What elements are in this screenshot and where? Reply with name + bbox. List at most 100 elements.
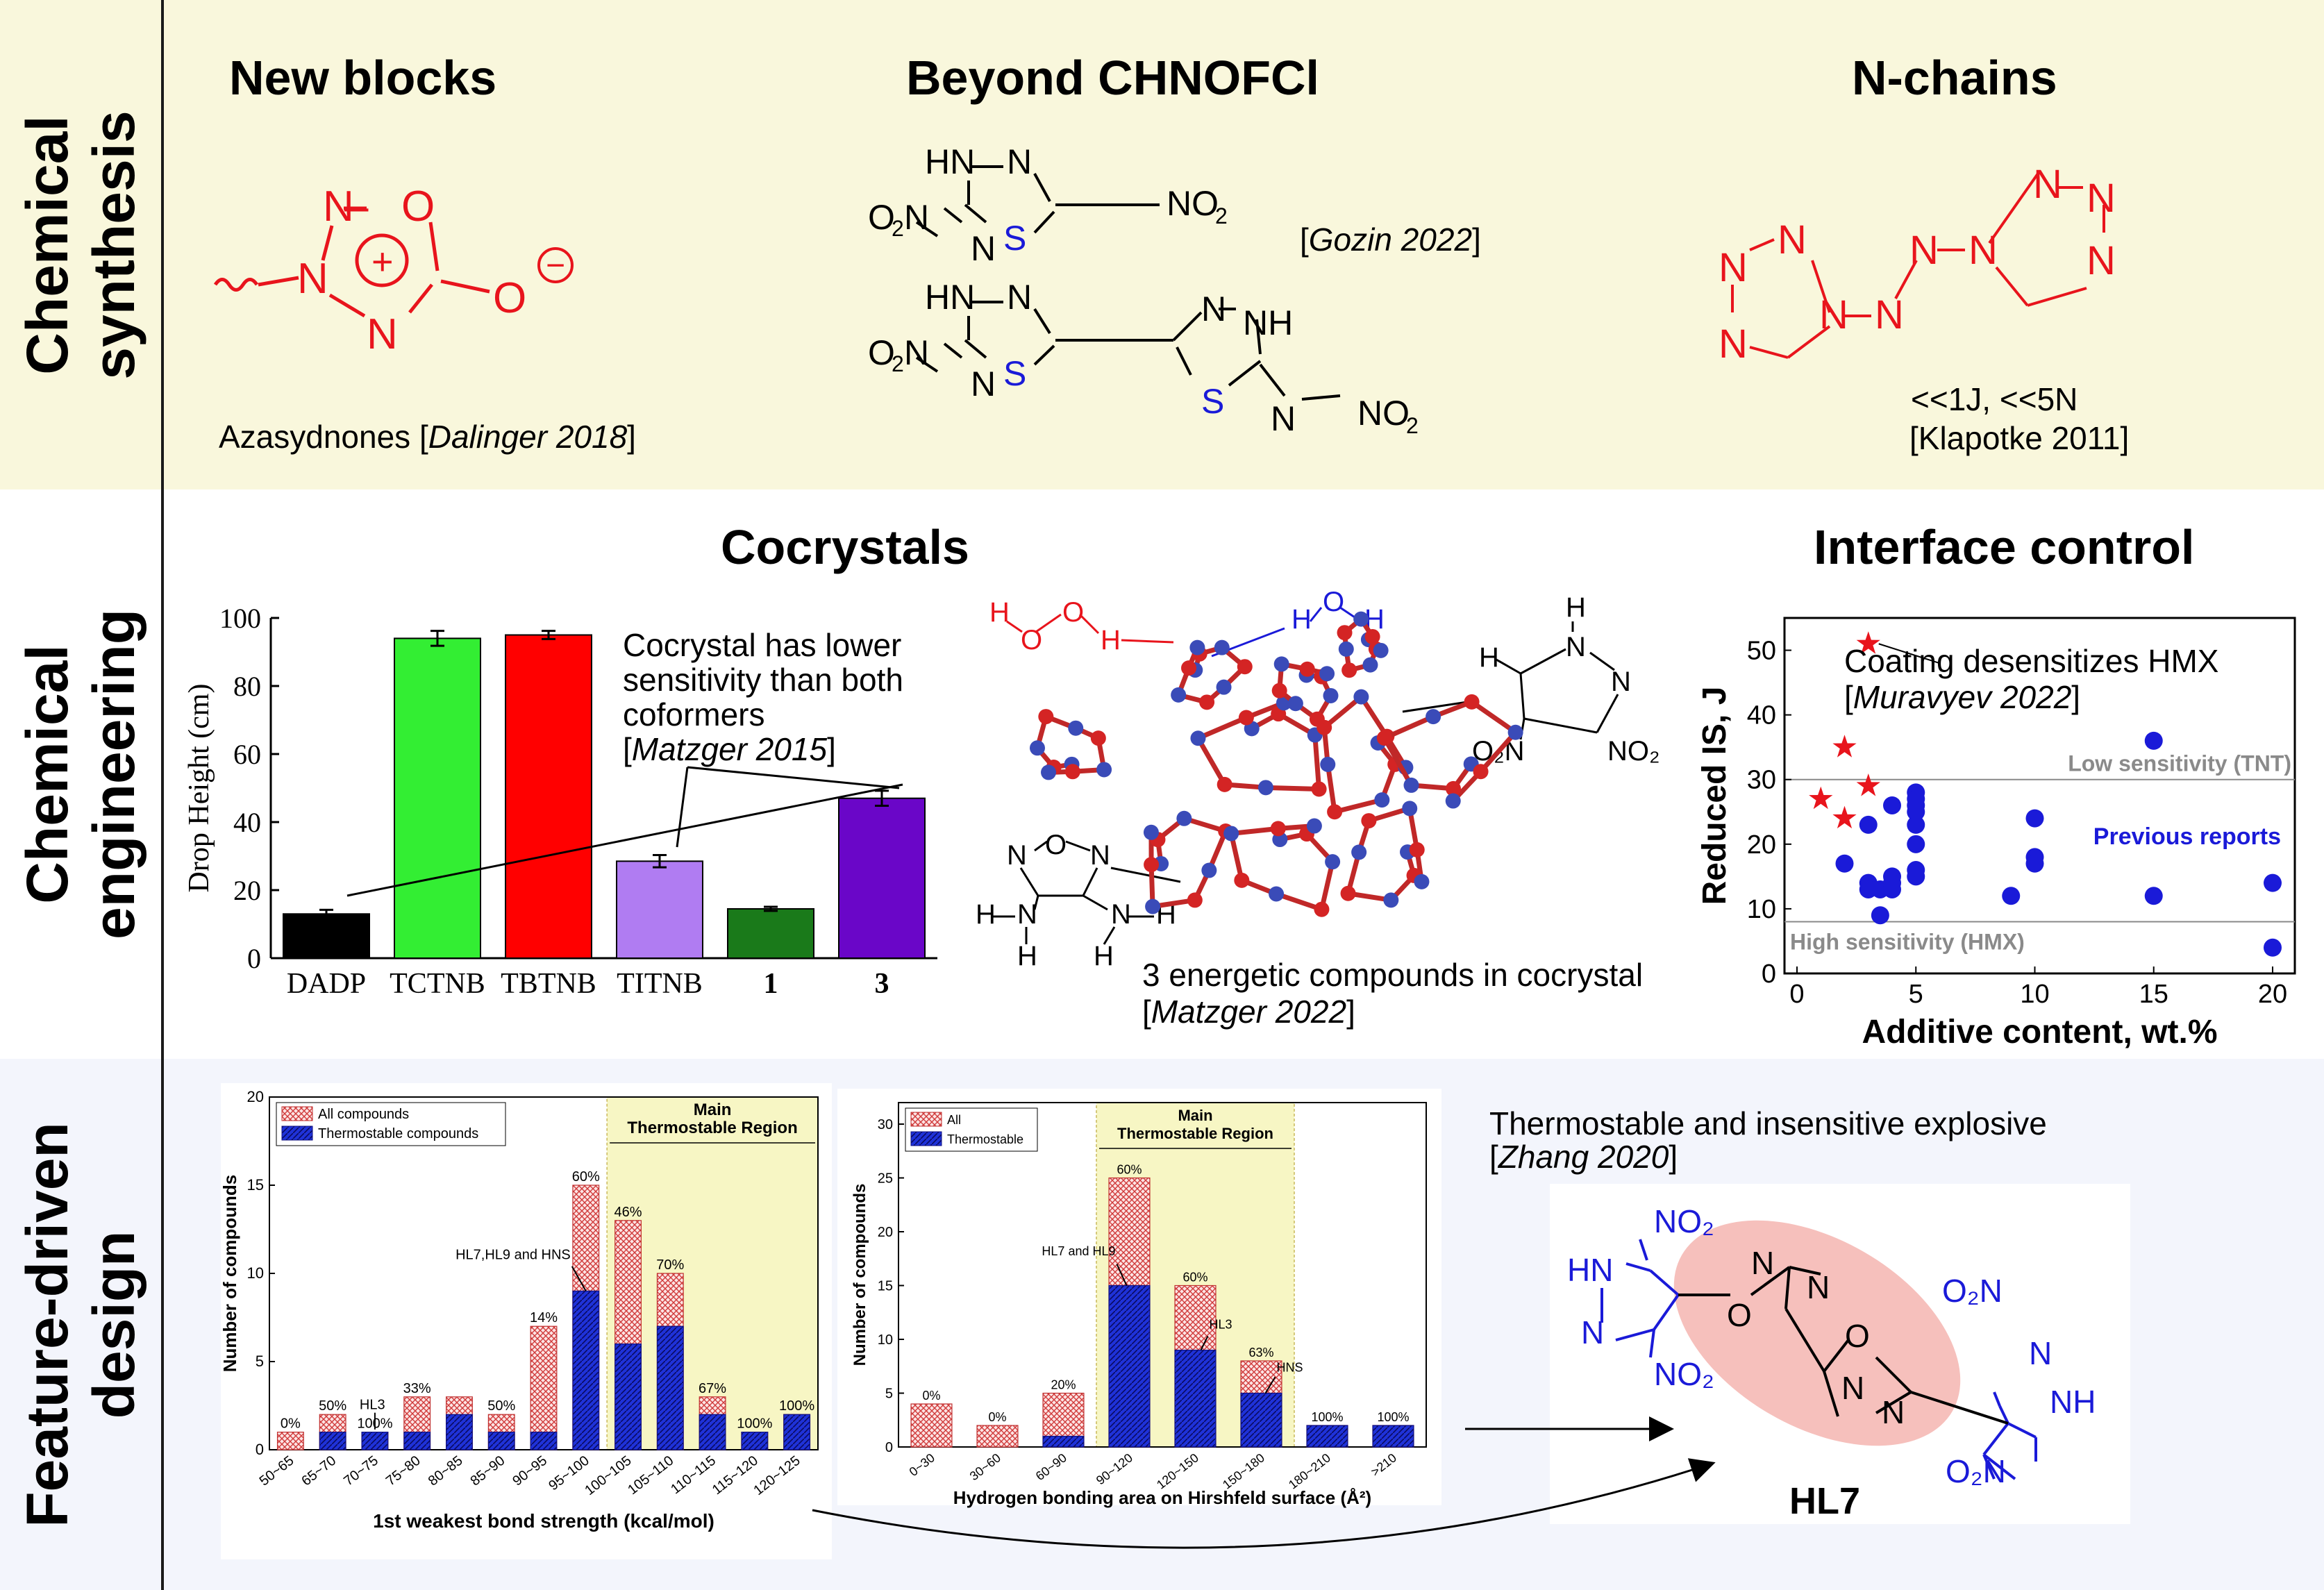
atom-label: 2 — [1406, 413, 1419, 438]
scatter-point — [1907, 867, 1925, 886]
bond-stick — [1230, 826, 1279, 836]
atom-label: S — [1003, 219, 1026, 258]
atom-ball — [1143, 824, 1159, 840]
atom-label: N — [1007, 840, 1027, 871]
scatter-point — [1907, 803, 1925, 821]
citation: Zhang 2020 — [1498, 1139, 1669, 1175]
atom-ball — [1323, 687, 1339, 703]
percent-label: 63% — [1248, 1346, 1273, 1359]
threshold-label: High sensitivity (HMX) — [1790, 930, 2025, 955]
atom-label: N — [1566, 632, 1586, 662]
atom-ball — [1176, 810, 1192, 826]
bond-stick — [1197, 715, 1248, 741]
atom-label: N — [1968, 228, 1998, 273]
citation-bracket: [ — [1300, 221, 1309, 258]
atom-label: S — [1201, 382, 1224, 421]
atom-label: O — [401, 183, 435, 231]
curved-arrow — [812, 1458, 1716, 1549]
atom-ball — [1361, 813, 1377, 829]
legend-swatch — [910, 1131, 942, 1146]
y-tick-label: 0 — [247, 943, 261, 974]
annotation-line: [Matzger 2015] — [623, 732, 903, 767]
atom-label: − — [546, 247, 565, 284]
atom-ball — [1314, 901, 1330, 917]
scatter-point — [1883, 873, 1901, 892]
atom-label: N — [904, 333, 929, 372]
percent-label: 46% — [615, 1205, 642, 1220]
atom-label: 2 — [892, 216, 904, 241]
atom-ball — [1041, 764, 1057, 780]
atom-label: N — [1875, 292, 1904, 337]
atom-label: N — [297, 255, 328, 303]
x-axis-label: 1st weakest bond strength (kcal/mol) — [373, 1510, 714, 1532]
nchains-caption-2: [Klapotke 2011] — [1909, 420, 2130, 456]
atom-ball — [1144, 857, 1160, 873]
legend-swatch — [910, 1112, 942, 1127]
legend-swatch — [281, 1125, 313, 1141]
bar-thermostable — [741, 1432, 769, 1450]
caption-text: Azasydnones [ — [219, 419, 428, 455]
bar — [727, 907, 814, 960]
scatter-point — [2264, 873, 2282, 892]
atom-label: N — [1719, 245, 1748, 290]
percent-label: 33% — [403, 1381, 431, 1396]
nchains-caption-1: <<1J, <<5N — [1911, 381, 2078, 417]
scatter-point — [1835, 854, 1854, 873]
atom-label: 2 — [892, 351, 904, 376]
scatter-point — [2025, 854, 2044, 873]
bar-thermostable — [319, 1432, 346, 1450]
bar-all — [976, 1425, 1019, 1448]
citation-bracket: ] — [827, 731, 836, 767]
scatter-point — [2025, 809, 2044, 828]
y-tick-label: 5 — [885, 1387, 893, 1402]
annotation-pointer — [571, 1266, 587, 1291]
legend-box — [276, 1102, 506, 1146]
percent-label: 60% — [1182, 1271, 1207, 1284]
y-tick-label: 20 — [233, 875, 261, 906]
atom-ball — [1306, 818, 1322, 834]
atom-ball — [1181, 660, 1197, 676]
annotation-pointer — [1264, 1376, 1276, 1394]
percent-label: 100% — [1377, 1410, 1409, 1424]
atom-ball — [1341, 662, 1357, 678]
atom-ball — [1238, 710, 1254, 726]
y-tick-label: 5 — [256, 1353, 264, 1370]
y-tick-label: 10 — [247, 1264, 264, 1282]
bar — [394, 637, 481, 960]
citation-bracket: ] — [1346, 994, 1355, 1030]
scatter-point — [1907, 815, 1925, 834]
y-tick-label: 30 — [878, 1117, 893, 1132]
x-tick-label: 5 — [1909, 980, 1923, 1009]
atom-ball — [1299, 661, 1315, 677]
y-axis-label: Number of compounds — [851, 1184, 869, 1366]
atom-label: N — [2029, 1335, 2052, 1371]
atom-ball — [1199, 694, 1215, 710]
cocrystal-molecule-model: H O O H H O H H N N H O₂N NO₂ O N N H N … — [976, 587, 1660, 1030]
y-tick-label: 20 — [878, 1225, 893, 1240]
atom-ball — [1216, 679, 1232, 695]
atom-ball — [1189, 639, 1205, 655]
y-tick-label: 10 — [878, 1332, 893, 1348]
atom-ball — [1374, 792, 1390, 808]
citation: Gozin 2022 — [1308, 221, 1473, 258]
star-point — [1832, 805, 1857, 829]
citation-bracket: ] — [2071, 679, 2081, 715]
atom-label: N — [1751, 1245, 1774, 1281]
atom-ball — [1271, 683, 1287, 698]
star-point — [1832, 735, 1857, 758]
y-tick-label: 20 — [247, 1088, 264, 1105]
atom-label: N — [1882, 1394, 1905, 1430]
caption-text: ] — [627, 419, 636, 455]
atom-label: N — [1007, 278, 1032, 317]
atom-label: H — [976, 899, 996, 930]
legend-label: All compounds — [318, 1107, 409, 1122]
bond-stick — [1275, 892, 1323, 912]
percent-label: 60% — [1117, 1163, 1142, 1177]
atom-ball — [1446, 780, 1462, 796]
atom-label: N — [1017, 899, 1037, 930]
legend-label: All — [947, 1113, 961, 1127]
atom-label: H — [1094, 941, 1114, 971]
